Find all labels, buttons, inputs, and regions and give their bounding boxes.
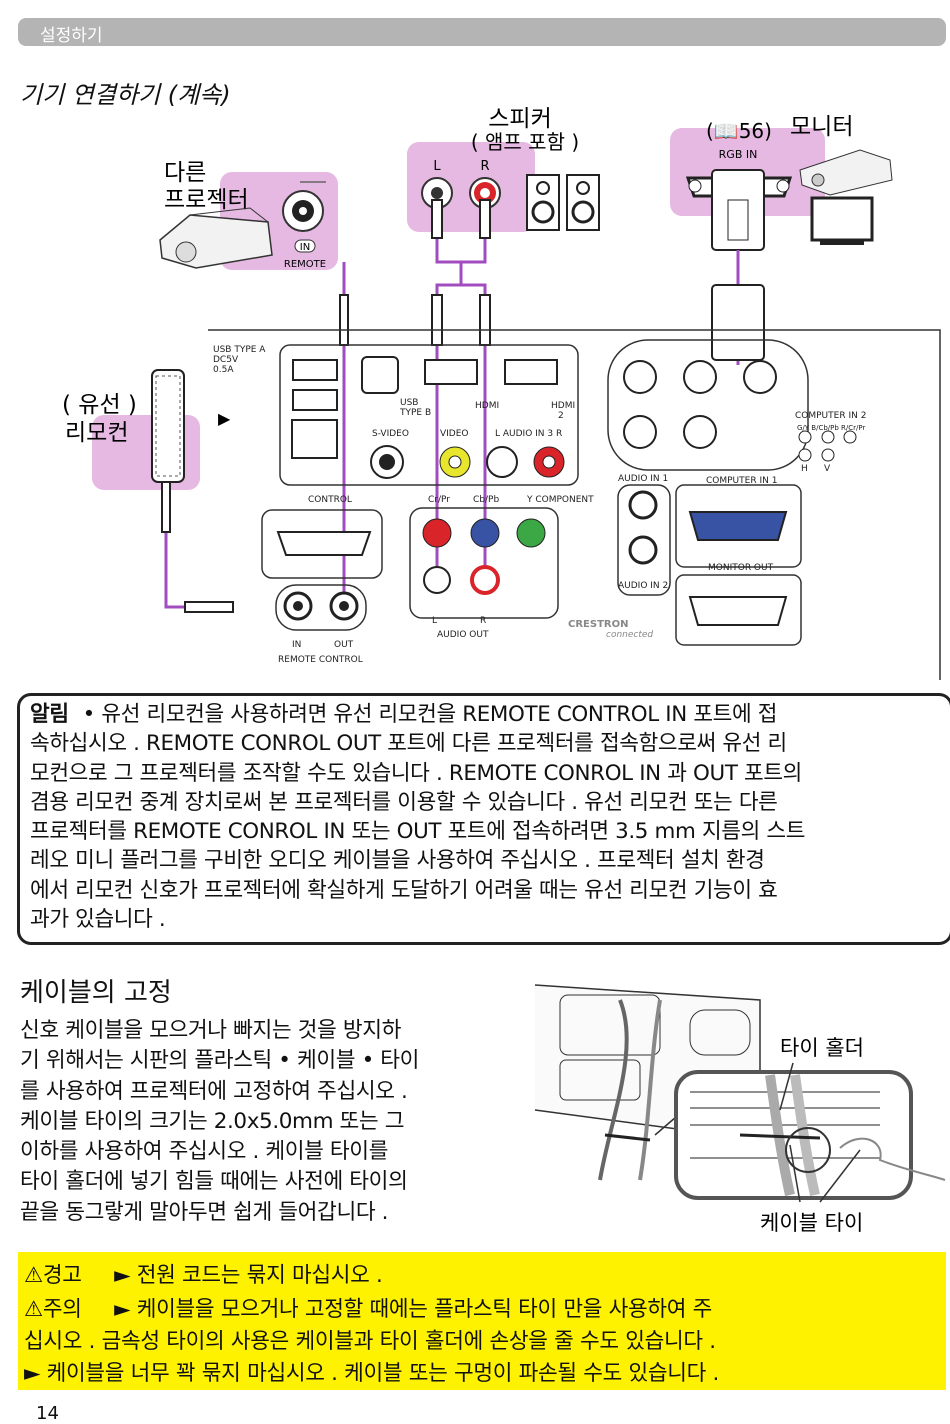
other-projector-label-2: 프로젝터 bbox=[164, 187, 249, 213]
speaker-icon bbox=[526, 174, 600, 231]
warning-box: ⚠경고 ► 전원 코드는 묶지 마십시오 . ⚠주의 ► 케이블을 모으거나 고… bbox=[18, 1252, 946, 1390]
caution-line-2: 십시오 . 금속성 타이의 사용은 케이블과 타이 홀더에 손상을 줄 수도 있… bbox=[24, 1329, 716, 1354]
svg-text:Cb/Pb: Cb/Pb bbox=[473, 495, 499, 505]
connection-diagram: 스피커 ( 앰프 포함 ) (📖56) 모니터 다른 프로젝터 ( 유선 ) 리… bbox=[62, 106, 941, 680]
projector-icon bbox=[159, 207, 273, 269]
caution-label: ⚠주의 bbox=[24, 1297, 82, 1322]
page-title: 기기 연결하기 (계속) bbox=[20, 81, 231, 109]
svg-text:2: 2 bbox=[558, 411, 564, 421]
caution-line-3: ► 케이블을 너무 꽉 묶지 마십시오 . 케이블 또는 구멍이 파손될 수도 … bbox=[24, 1361, 720, 1386]
warning-line: ⚠경고 ► 전원 코드는 묶지 마십시오 . bbox=[24, 1258, 383, 1289]
svg-text:MONITOR OUT: MONITOR OUT bbox=[708, 563, 774, 573]
notice-label: 알림 bbox=[30, 702, 69, 727]
svg-text:RGB IN: RGB IN bbox=[719, 148, 758, 161]
warning-label: ⚠경고 bbox=[24, 1263, 82, 1288]
page-number: 14 bbox=[36, 1403, 59, 1424]
svg-text:Cr/Pr: Cr/Pr bbox=[428, 495, 450, 505]
svg-text:HDMI: HDMI bbox=[551, 401, 575, 411]
svg-text:DC5V: DC5V bbox=[213, 355, 239, 365]
cable-fix-line: 기 위해서는 시판의 플라스틱 • 케이블 • 타이 bbox=[20, 1048, 420, 1074]
projector-icon-2 bbox=[799, 149, 893, 196]
cable-tie-figure: 타이 홀더 케이블 타이 bbox=[534, 984, 946, 1235]
svg-text:REMOTE: REMOTE bbox=[284, 259, 326, 270]
notice-line: 프로젝터를 REMOTE CONROL IN 또는 OUT 포트에 접속하려면 … bbox=[30, 819, 806, 845]
rgb-in-port: RGB IN bbox=[685, 148, 793, 251]
cable-fix-line: 케이블 타이의 크기는 2.0x5.0mm 또는 그 bbox=[20, 1108, 405, 1134]
remote-in-port: IN REMOTE bbox=[282, 181, 326, 270]
svg-text:L AUDIO IN 3 R: L AUDIO IN 3 R bbox=[495, 429, 562, 439]
caution-line: ⚠주의 ► 케이블을 모으거나 고정할 때에는 플라스틱 타이 만을 사용하여 … bbox=[24, 1292, 712, 1323]
panel-ports bbox=[276, 356, 857, 626]
svg-text:S-VIDEO: S-VIDEO bbox=[372, 429, 409, 439]
notice-text: 알림 • 유선 리모컨을 사용하려면 유선 리모컨을 REMOTE CONTROL… bbox=[30, 700, 942, 934]
svg-text:connected: connected bbox=[606, 630, 653, 640]
other-projector-label-1: 다른 bbox=[164, 160, 206, 186]
wired-remote-label-1: ( 유선 ) bbox=[62, 392, 137, 418]
svg-text:TYPE B: TYPE B bbox=[399, 408, 431, 418]
cable-fix-title: 케이블의 고정 bbox=[20, 978, 172, 1008]
cable-fix-line: 끝을 동그랗게 말아두면 쉽게 들어갑니다 . bbox=[20, 1199, 389, 1225]
wired-remote-label-2: 리모컨 bbox=[65, 420, 128, 446]
svg-text:H: H bbox=[801, 464, 808, 474]
speaker-jacks: L R bbox=[421, 159, 501, 209]
svg-text:USB: USB bbox=[400, 398, 418, 408]
svg-text:VIDEO: VIDEO bbox=[440, 429, 469, 439]
svg-text:CRESTRON: CRESTRON bbox=[568, 619, 628, 630]
svg-text:CONTROL: CONTROL bbox=[308, 495, 352, 505]
svg-text:IN: IN bbox=[300, 242, 310, 253]
cable-fix-line: 이하를 사용하여 주십시오 . 케이블 타이를 bbox=[20, 1139, 389, 1165]
monitor-icon bbox=[810, 196, 874, 245]
cable-tie-label: 케이블 타이 bbox=[760, 1211, 863, 1235]
svg-text:COMPUTER IN 1: COMPUTER IN 1 bbox=[706, 476, 777, 486]
cable-fix-line: 를 사용하여 프로젝터에 고정하여 주십시오 . bbox=[20, 1078, 408, 1104]
warning-text: ► 전원 코드는 묶지 마십시오 . bbox=[114, 1263, 383, 1288]
wired-remote-icon bbox=[151, 369, 185, 483]
svg-text:HDMI: HDMI bbox=[475, 401, 499, 411]
section-header-bar: 설정하기 bbox=[18, 18, 946, 46]
tie-holder-label: 타이 홀더 bbox=[780, 1036, 864, 1060]
svg-text:R: R bbox=[480, 159, 489, 174]
cable-fix-line: 타이 홀더에 넣기 힘들 때에는 사전에 타이의 bbox=[20, 1169, 408, 1195]
svg-text:AUDIO IN 1: AUDIO IN 1 bbox=[618, 474, 668, 484]
manual-ref: (📖56) bbox=[706, 119, 772, 143]
notice-line: 레오 미니 플러그를 구비한 오디오 케이블을 사용하여 주십시오 . 프로젝터… bbox=[30, 848, 765, 874]
projector-panel bbox=[208, 329, 941, 680]
notice-line: • 유선 리모컨을 사용하려면 유선 리모컨을 REMOTE CONTROL I… bbox=[82, 702, 778, 727]
cable-fix-body: 신호 케이블을 모으거나 빠지는 것을 방지하 기 위해서는 시판의 플라스틱 … bbox=[20, 1016, 530, 1228]
caution-text: ► 케이블을 모으거나 고정할 때에는 플라스틱 타이 만을 사용하여 주 bbox=[114, 1297, 713, 1322]
notice-box: 알림 • 유선 리모컨을 사용하려면 유선 리모컨을 REMOTE CONTROL… bbox=[17, 693, 950, 945]
notice-line: 겸용 리모컨 중계 장치로써 본 프로젝터를 이용할 수 있습니다 . 유선 리… bbox=[30, 789, 778, 815]
monitor-label: 모니터 bbox=[790, 114, 853, 140]
svg-text:OUT: OUT bbox=[334, 640, 354, 650]
notice-line: 에서 리모컨 신호가 프로젝터에 확실하게 도달하기 어려울 때는 유선 리모컨… bbox=[30, 877, 778, 903]
notice-line: 과가 있습니다 . bbox=[30, 907, 166, 933]
speaker-sub-label: ( 앰프 포함 ) bbox=[471, 130, 579, 154]
svg-text:USB TYPE A: USB TYPE A bbox=[213, 345, 266, 355]
svg-text:L: L bbox=[432, 616, 437, 626]
svg-text:COMPUTER IN 2: COMPUTER IN 2 bbox=[795, 411, 866, 421]
svg-text:L: L bbox=[433, 159, 441, 174]
svg-text:AUDIO IN 2: AUDIO IN 2 bbox=[618, 581, 668, 591]
svg-text:REMOTE CONTROL: REMOTE CONTROL bbox=[278, 655, 363, 665]
svg-text:IN: IN bbox=[292, 640, 301, 650]
cable-plugs bbox=[161, 199, 765, 613]
arrow-marker: ▶ bbox=[218, 409, 231, 428]
svg-text:G/Y B/Cb/Pb R/Cr/Pr: G/Y B/Cb/Pb R/Cr/Pr bbox=[797, 424, 865, 432]
notice-line: 모컨으로 그 프로젝터를 조작할 수도 있습니다 . REMOTE CONROL… bbox=[30, 760, 802, 786]
section-label: 설정하기 bbox=[40, 26, 103, 46]
svg-text:Y COMPONENT: Y COMPONENT bbox=[526, 495, 594, 505]
cable-fix-line: 신호 케이블을 모으거나 빠지는 것을 방지하 bbox=[20, 1018, 402, 1043]
svg-text:0.5A: 0.5A bbox=[213, 365, 234, 375]
notice-line: 속하십시오 . REMOTE CONROL OUT 포트에 다른 프로젝터를 접… bbox=[30, 731, 787, 757]
panel-labels: USB TYPE A DC5V 0.5A USB TYPE B HDMI HDM… bbox=[213, 345, 866, 665]
svg-text:AUDIO OUT: AUDIO OUT bbox=[437, 630, 489, 640]
svg-text:V: V bbox=[824, 464, 831, 474]
svg-text:R: R bbox=[480, 616, 486, 626]
speaker-label: 스피커 bbox=[488, 106, 551, 132]
